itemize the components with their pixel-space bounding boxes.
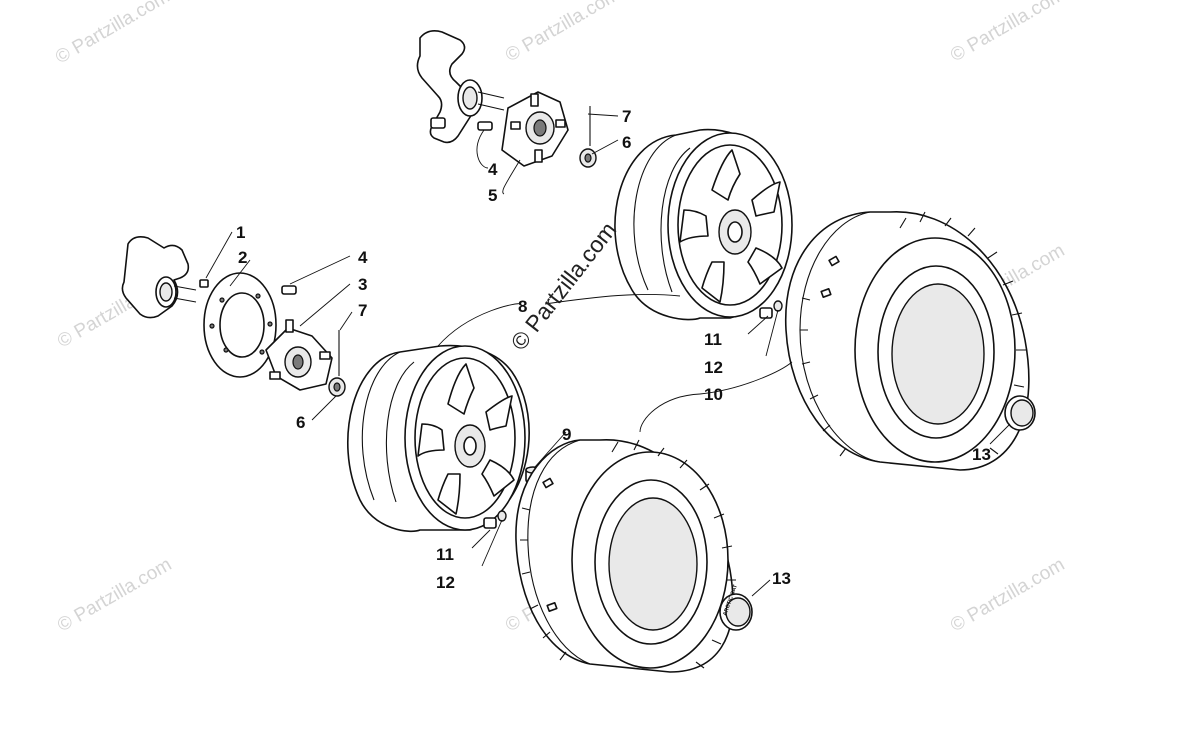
left-tire	[515, 439, 736, 673]
callout-2: 2	[238, 248, 247, 267]
left-hub-stud	[281, 285, 297, 295]
callout-3: 3	[358, 275, 367, 294]
callout-8: 8	[518, 297, 527, 316]
watermark: © Partzilla.com	[502, 0, 623, 66]
right-center-cap	[1004, 395, 1036, 431]
top-wheel-hub	[501, 91, 569, 167]
callout-6-top: 6	[622, 133, 631, 152]
callout-13-right: 13	[972, 445, 991, 464]
callout-labels: 7 6 4 5 1 2 4 3 7 6 8 9 11 12 10 13 11 1…	[236, 107, 991, 592]
watermark: © Partzilla.com	[52, 0, 173, 68]
callout-7-top: 7	[622, 107, 631, 126]
callout-6-left: 6	[296, 413, 305, 432]
right-valve-stem	[759, 300, 783, 319]
left-wheel-rim	[347, 344, 530, 533]
callout-12-right: 12	[704, 358, 723, 377]
left-axle-nut	[328, 330, 346, 397]
left-valve-stem	[483, 510, 507, 529]
callout-10: 10	[704, 385, 723, 404]
callout-1: 1	[236, 223, 245, 242]
leader-lines	[205, 113, 1011, 597]
right-wheel-rim	[614, 128, 793, 321]
callout-11-right: 11	[704, 330, 722, 349]
watermark: © Partzilla.com	[947, 554, 1068, 636]
callout-4-left: 4	[358, 248, 368, 267]
top-axle-nut	[579, 106, 597, 168]
left-wheel-hub	[265, 319, 333, 391]
brake-disc	[203, 272, 277, 378]
callout-12-left: 12	[436, 573, 455, 592]
center-watermark: © Partzilla.com	[505, 217, 621, 355]
top-hub-stud	[477, 121, 493, 131]
top-steering-knuckle	[416, 30, 505, 144]
right-tire	[784, 211, 1030, 471]
callout-9: 9	[562, 425, 571, 444]
left-brake-bolt	[199, 279, 209, 288]
watermark: © Partzilla.com	[54, 554, 175, 636]
left-steering-knuckle	[121, 236, 197, 319]
watermark: © Partzilla.com	[947, 0, 1068, 66]
callout-11-left: 11	[436, 545, 454, 564]
callout-5-top: 5	[488, 186, 497, 205]
callout-7-left: 7	[358, 301, 367, 320]
callout-13-bottom: 13	[772, 569, 791, 588]
callout-4-top: 4	[488, 160, 498, 179]
